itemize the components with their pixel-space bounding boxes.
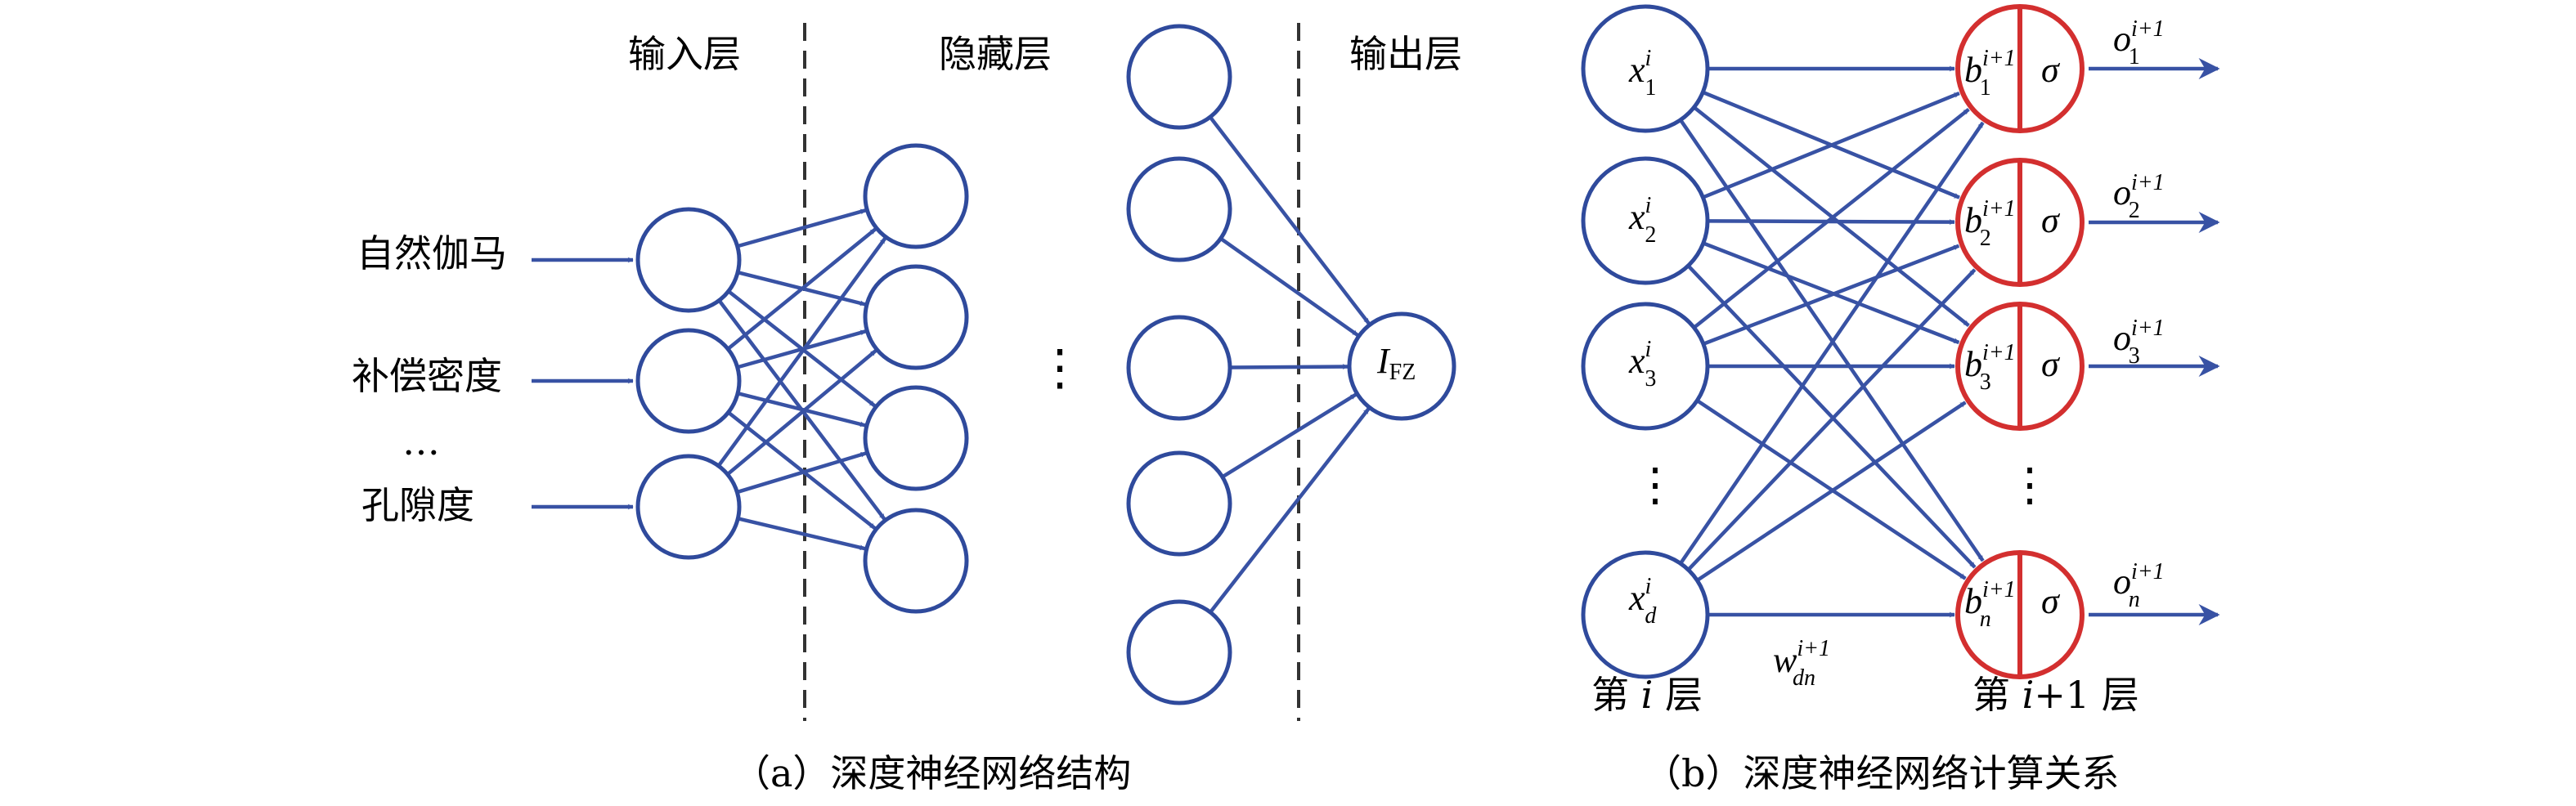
svg-text:σ: σ bbox=[2041, 344, 2061, 384]
output-ellipsis: ⋮ bbox=[2007, 459, 2053, 512]
edge-x1-b3 bbox=[1686, 264, 1977, 569]
hidden-layer-label: 隐藏层 bbox=[939, 32, 1052, 76]
last-hidden-node-1 bbox=[1126, 156, 1232, 262]
edge-x1-b0 bbox=[1702, 92, 1960, 199]
edge-input1-hidden2 bbox=[737, 391, 866, 428]
output-arrows bbox=[2089, 58, 2220, 625]
output-node bbox=[1347, 311, 1456, 421]
edge-last3-output bbox=[1221, 392, 1358, 479]
svg-text:σ: σ bbox=[2041, 581, 2061, 621]
hidden-node-3 bbox=[863, 508, 969, 614]
svg-text:σ: σ bbox=[2041, 200, 2061, 240]
edge-x3-b0 bbox=[1679, 121, 1985, 565]
svg-text:σ: σ bbox=[2041, 50, 2061, 90]
edge-x3-b2 bbox=[1696, 401, 1967, 582]
last-hidden-node-4 bbox=[1126, 599, 1232, 705]
edge-last1-output bbox=[1219, 236, 1359, 337]
caption-a: （a）深度神经网络结构 bbox=[733, 751, 1131, 795]
panel-b-edges bbox=[1679, 65, 1985, 618]
hidden-node-1 bbox=[863, 264, 969, 370]
input-node-2 bbox=[635, 454, 742, 560]
input-layer-label: 输入层 bbox=[628, 32, 741, 76]
input-node-1 bbox=[635, 328, 742, 434]
panel-b-nodes bbox=[1581, 4, 2085, 679]
last-hidden-node-2 bbox=[1126, 315, 1232, 421]
panel-a-nodes bbox=[635, 24, 1456, 705]
input-ellipsis: ⋮ bbox=[1632, 459, 1678, 512]
hidden-ellipsis: ⋮ bbox=[1035, 339, 1084, 396]
edge-input2-hidden2 bbox=[736, 451, 867, 495]
last-hidden-node-3 bbox=[1126, 450, 1232, 557]
edge-last0-output bbox=[1208, 115, 1371, 325]
layer-i-label: 第 i 层 bbox=[1591, 673, 1703, 717]
input-label-density: 补偿密度 bbox=[352, 354, 502, 398]
layer-i-plus-1-label: 第 i+1 层 bbox=[1972, 673, 2139, 717]
edge-input1-hidden3 bbox=[727, 410, 877, 531]
output-layer-label: 输出层 bbox=[1349, 32, 1462, 76]
hidden-node-0 bbox=[863, 143, 969, 249]
edge-input2-hidden0 bbox=[716, 237, 887, 468]
input-node-x1 bbox=[1581, 156, 1710, 285]
last-hidden-node-0 bbox=[1126, 24, 1232, 130]
edge-last4-output bbox=[1209, 407, 1371, 614]
svg-text:bi+12: bi+12 bbox=[1964, 196, 2016, 251]
panel-a: 输入层 隐藏层 输出层 自然伽马 补偿密度 … 孔隙度 ⋮ IFZ （a）深度神… bbox=[352, 23, 1462, 795]
edge-x2-b1 bbox=[1703, 244, 1960, 346]
edge-x3-b1 bbox=[1686, 268, 1977, 571]
edge-last2-output bbox=[1229, 364, 1349, 370]
edge-x2-b0 bbox=[1693, 108, 1970, 329]
input-node-x2 bbox=[1581, 302, 1710, 431]
edge-input2-hidden3 bbox=[737, 517, 866, 551]
edge-input1-hidden0 bbox=[726, 227, 877, 351]
edge-input1-hidden1 bbox=[737, 329, 867, 369]
panel-a-edges bbox=[716, 115, 1371, 614]
input-node-x3 bbox=[1581, 550, 1710, 679]
output-node-label: IFZ bbox=[1376, 341, 1416, 385]
caption-b: （b）深度神经网络计算关系 bbox=[1644, 751, 2119, 795]
edge-input2-hidden1 bbox=[726, 349, 877, 477]
svg-text:bi+1n: bi+1n bbox=[1964, 577, 2016, 632]
edge-input0-hidden0 bbox=[737, 208, 867, 249]
input-arrows bbox=[532, 257, 634, 510]
svg-text:bi+13: bi+13 bbox=[1964, 340, 2016, 395]
input-label-porosity: 孔隙度 bbox=[361, 483, 474, 527]
svg-text:bi+11: bi+11 bbox=[1964, 46, 2016, 101]
input-node-x0 bbox=[1581, 4, 1710, 133]
edge-x1-b2 bbox=[1703, 241, 1960, 345]
input-node-0 bbox=[635, 207, 742, 313]
hidden-node-2 bbox=[863, 385, 969, 491]
input-label-ellipsis: … bbox=[402, 419, 440, 463]
input-label-gamma: 自然伽马 bbox=[357, 231, 507, 275]
